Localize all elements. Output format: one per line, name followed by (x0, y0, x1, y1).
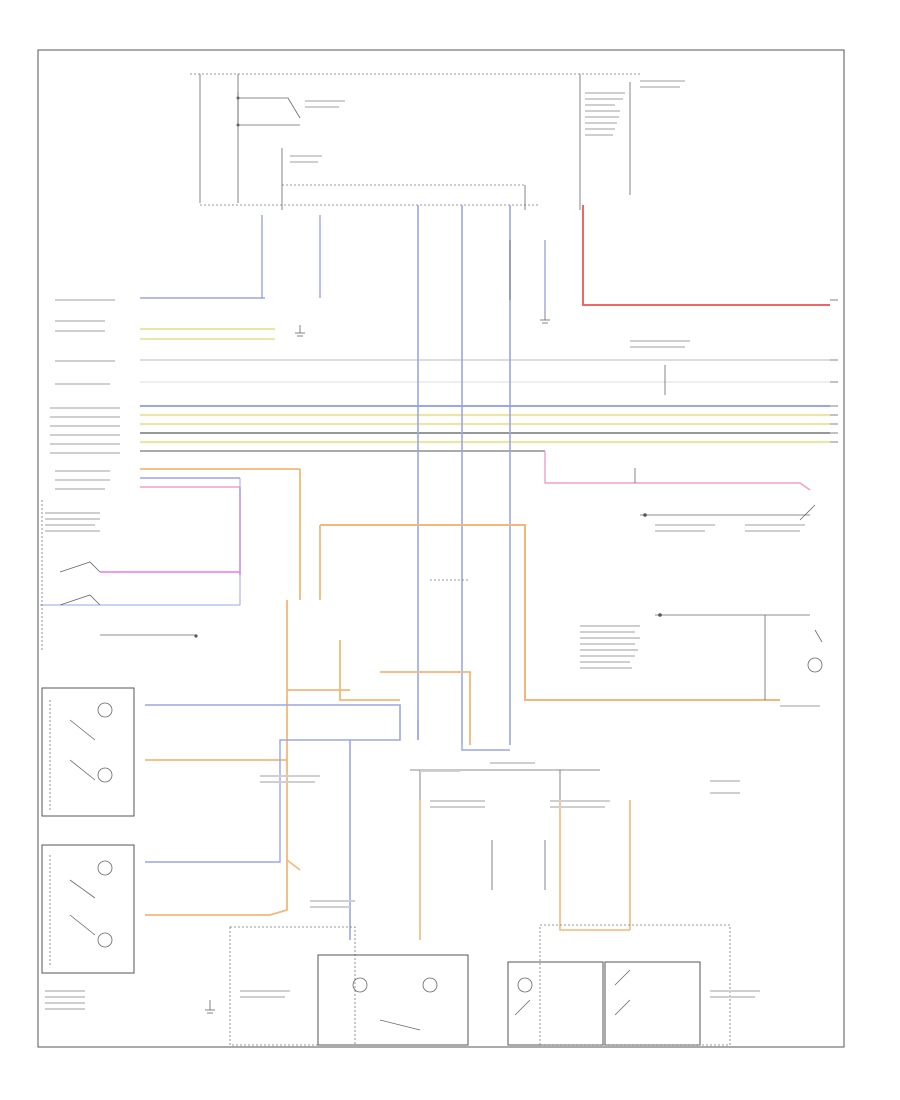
ground-icon (540, 310, 550, 324)
relay-module (410, 579, 600, 890)
switch-icon (799, 504, 816, 521)
bottom-box-left (229, 926, 356, 1046)
ground-icon (205, 1000, 215, 1014)
ground-icons (205, 310, 550, 1014)
lamp-icon (97, 702, 113, 718)
lamp-icon (517, 977, 533, 993)
top-power-feeds (190, 73, 640, 210)
bottom-box-outer-right (539, 924, 731, 1046)
left-switch-box-upper (41, 687, 135, 817)
orange-harness (145, 524, 780, 940)
right-components (634, 365, 823, 700)
bottom-box-right-b (604, 961, 701, 1046)
vertical-risers (239, 205, 546, 745)
splice-dot-icon (194, 634, 198, 638)
lamp-icon (97, 860, 113, 876)
ground-icon (295, 325, 305, 337)
blue-lower-harness (40, 604, 510, 940)
lamp-icon (807, 657, 823, 673)
switch-icon (59, 561, 101, 573)
bottom-box-right-a (507, 961, 604, 1046)
switch-icon (59, 594, 101, 606)
lamp-icon (97, 932, 113, 948)
lamp-icon (97, 767, 113, 783)
diagram-frame (37, 49, 845, 1048)
lamp-icon (422, 977, 438, 993)
bus-wires (140, 205, 830, 491)
bottom-box-center (317, 954, 469, 1046)
splice-dot-icon (658, 613, 662, 617)
splice-dot-icon (643, 513, 647, 517)
lamp-icon (352, 977, 368, 993)
left-switches-mid (41, 500, 198, 650)
left-switch-box-lower (41, 844, 135, 974)
text-blocks (45, 80, 820, 1010)
right-edge-connectors (830, 299, 838, 443)
